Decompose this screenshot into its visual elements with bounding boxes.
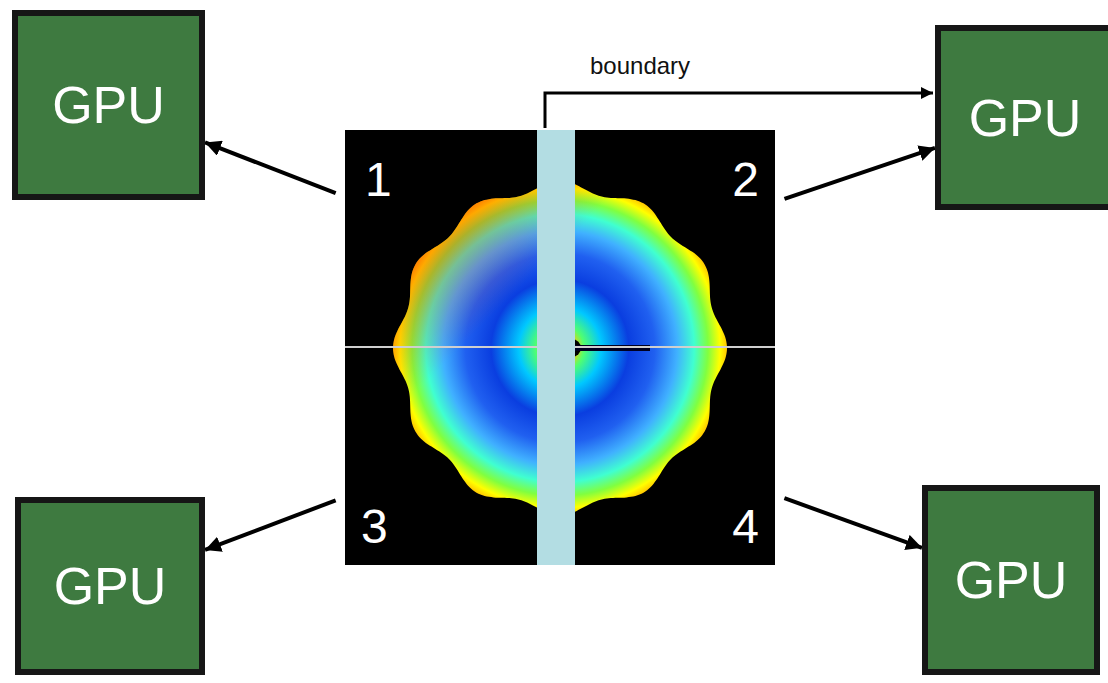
quadrant-number: 3: [361, 503, 388, 551]
gpu-label: GPU: [955, 554, 1068, 606]
quadrant-number: 1: [365, 156, 392, 204]
gpu-box: GPU: [935, 25, 1108, 210]
gpu-label: GPU: [54, 560, 167, 612]
arrow-connector: [205, 500, 336, 550]
gpu-box: GPU: [12, 10, 205, 200]
arrow-connector: [784, 148, 935, 199]
gpu-label: GPU: [969, 92, 1082, 144]
boundary-band: [537, 130, 575, 565]
gpu-box: GPU: [922, 485, 1100, 675]
arrow-connector: [205, 142, 336, 193]
image-quadrant: 1: [345, 130, 560, 347]
gpu-label: GPU: [52, 79, 165, 131]
image-background: [345, 130, 775, 565]
quadrant-number: 2: [732, 156, 759, 204]
arrow-connector: [784, 498, 922, 548]
image-quadrant: 4: [560, 347, 775, 565]
image-quadrant: 3: [345, 347, 560, 565]
quadrant-number: 4: [732, 503, 759, 551]
image-quadrant: 2: [560, 130, 775, 347]
gpu-box: GPU: [15, 497, 205, 675]
boundary-leader: [545, 93, 933, 128]
boundary-label: boundary: [590, 54, 690, 78]
